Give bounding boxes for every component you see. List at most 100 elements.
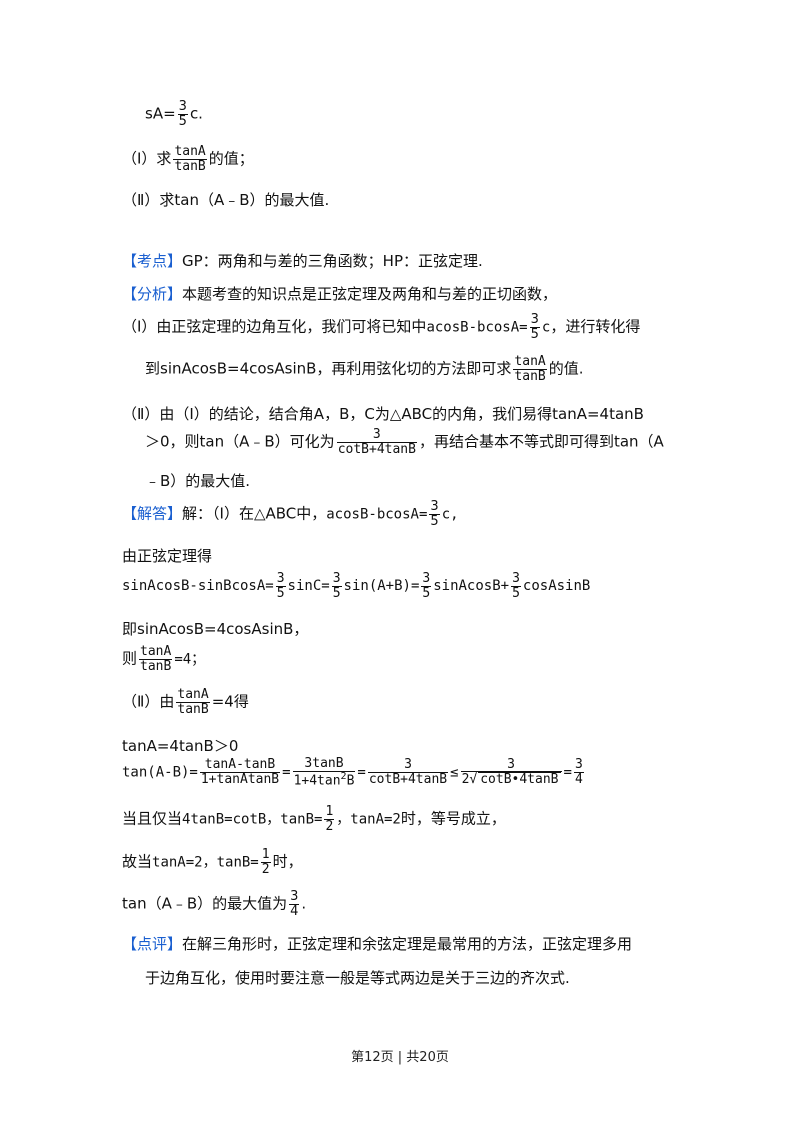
numerator: 3: [429, 499, 440, 515]
page-footer: 第12页 | 共20页: [351, 1050, 449, 1065]
numerator: tanA: [176, 687, 210, 703]
denominator: 1+tanAtanB: [200, 771, 280, 787]
math: tanA=2，tanB=: [152, 854, 259, 871]
numerator: tanA: [513, 354, 547, 370]
text: 故当: [122, 852, 153, 871]
math: ，tanA=2: [336, 811, 401, 828]
kaodian-text: GP：两角和与差的三角函数；HP：正弦定理.: [182, 252, 483, 270]
exponent: 2: [340, 770, 347, 782]
text: 时，: [272, 852, 303, 871]
text: 则: [122, 649, 138, 668]
text: B: [346, 772, 355, 788]
math: c,: [441, 506, 459, 523]
numerator: 3: [367, 758, 449, 773]
text: c.: [189, 104, 203, 123]
text: （Ⅱ）由: [122, 692, 175, 711]
analysis-line-3: （Ⅱ）由（Ⅰ）的结论，结合角A，B，C为△ABC的内角，我们易得tanA=4ta…: [122, 405, 644, 423]
numerator: 1: [324, 804, 335, 820]
text: （Ⅰ）由正弦定理的边角互化，我们可将已知中: [122, 317, 427, 336]
numerator: 3: [331, 571, 342, 587]
numerator: tanA-tanB: [199, 758, 281, 773]
numerator: 3: [529, 312, 540, 328]
denominator: 4: [574, 771, 583, 787]
text: 解：（Ⅰ）在△ABC中，: [182, 504, 327, 523]
numerator: 3: [421, 571, 432, 587]
text: tan（A﹣B）的最大值为: [122, 894, 288, 913]
analysis-line-5: ﹣B）的最大值.: [145, 472, 251, 490]
denominator: 2√cotB•4tanB: [461, 772, 561, 788]
solution-line-1: 由正弦定理得: [122, 547, 213, 565]
math: =: [563, 764, 572, 781]
numerator: tanA: [139, 644, 173, 660]
kaodian-tag: 【考点】: [122, 252, 183, 270]
dianping-text: 在解三角形时，正弦定理和余弦定理是最常用的方法，正弦定理多用: [182, 935, 633, 953]
denominator: 5: [530, 326, 539, 342]
denominator: 2: [325, 818, 334, 834]
math: sinC=: [287, 578, 330, 595]
text: ＞0，则tan（A﹣B）可化为: [145, 432, 335, 451]
denominator: cotB+4tanB: [368, 771, 448, 787]
fenxi-line: 【分析】本题考查的知识点是正弦定理及两角和与差的正切函数，: [122, 283, 557, 304]
math: tan(A-B)=: [122, 764, 198, 781]
text: 当且仅当: [122, 809, 183, 828]
denominator: 1+4tan2B: [293, 770, 356, 788]
jieda-tag: 【解答】: [122, 504, 183, 523]
text: .: [301, 894, 307, 913]
math: =4；: [174, 651, 206, 668]
text: =4得: [211, 692, 249, 711]
question-2: （Ⅱ）求tan（A﹣B）的最大值.: [122, 191, 330, 209]
text: ，再结合基本不等式即可得到tan（A: [418, 432, 664, 451]
fenxi-text: 本题考查的知识点是正弦定理及两角和与差的正切函数，: [182, 285, 558, 303]
kaodian-line: 【考点】GP：两角和与差的三角函数；HP：正弦定理.: [122, 250, 483, 271]
denominator: 2: [261, 861, 270, 877]
math: sinAcosB+: [433, 578, 510, 595]
denominator: cotB+4tanB: [337, 441, 416, 457]
denominator: 5: [422, 585, 431, 601]
text: 1+4tan: [293, 772, 341, 788]
numerator: 3: [460, 758, 562, 773]
numerator: 1: [260, 847, 271, 863]
fenxi-tag: 【分析】: [122, 285, 183, 303]
numerator: 3: [336, 428, 417, 443]
dianping-tag: 【点评】: [122, 935, 183, 953]
math: =: [357, 764, 366, 781]
text: （Ⅰ）求: [122, 149, 172, 168]
denominator: 5: [430, 513, 439, 529]
text: 到sinAcosB=4cosAsinB，再利用弦化切的方法即可求: [145, 359, 512, 378]
numerator: 3: [511, 571, 521, 587]
dianping-line-2: 于边角互化，使用时要注意一般是等式两边是关于三边的齐次式.: [145, 969, 570, 987]
numerator: 3: [289, 889, 300, 905]
math: c: [541, 319, 551, 336]
solution-line-3: 即sinAcosB=4cosAsinB，: [122, 620, 309, 638]
denominator: tanB: [140, 658, 172, 674]
denominator: tanB: [177, 701, 209, 717]
math: 4tanB=cotB，tanB=: [182, 811, 323, 828]
math: acosB-bcosA=: [426, 319, 528, 336]
